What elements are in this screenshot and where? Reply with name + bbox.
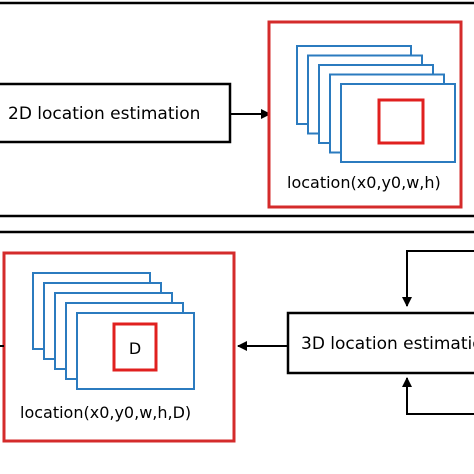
bottom-section-border — [0, 230, 474, 234]
image-frame — [340, 83, 456, 163]
2d-estimation-label: 2D location estimation — [8, 104, 200, 124]
3d-estimation-label: 3D location estimation — [301, 334, 474, 354]
image-frame — [76, 312, 195, 390]
2d-output-label: location(x0,y0,w,h) — [287, 173, 441, 192]
top-section-border — [0, 1, 474, 218]
target-box — [377, 98, 425, 145]
target-box — [112, 322, 158, 372]
feedback-loop-bottom — [402, 377, 474, 415]
3d-frame-stack: D — [32, 272, 195, 390]
feedback-loop-top — [402, 250, 474, 307]
2d-frame-stack — [296, 45, 456, 163]
depth-label: D — [129, 339, 141, 358]
2d-estimation-box — [0, 82, 232, 144]
3d-output-label: location(x0,y0,w,h,D) — [20, 403, 191, 422]
3d-estimation-box — [286, 311, 474, 375]
